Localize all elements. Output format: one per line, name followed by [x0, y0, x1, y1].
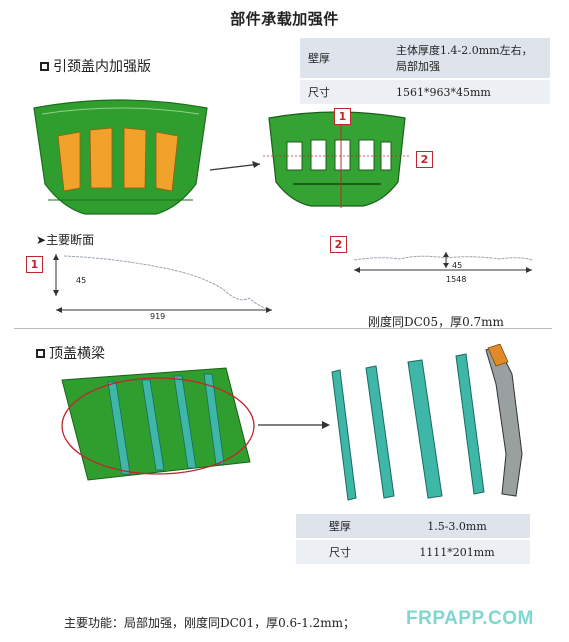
watermark: FRPAPP.COM: [406, 608, 534, 629]
spec-row: 尺寸 1111*201mm: [296, 540, 530, 564]
callout-1-section: 1: [26, 256, 43, 273]
section1-heading-label: 引颈盖内加强版: [53, 59, 151, 75]
checkbox-square-icon: [40, 61, 49, 71]
hood-frame-view-image: [263, 111, 411, 208]
cross-section-2-drawing: [353, 252, 533, 273]
sub-heading: ➤主要断面: [36, 231, 94, 248]
arrow-right-icon: [209, 161, 261, 171]
checkbox-square-icon: [36, 348, 45, 358]
dim-label-919: 919: [150, 312, 166, 321]
spec-key: 尺寸: [296, 540, 384, 564]
dim-label-45: 45: [76, 276, 87, 285]
stiffness-note: 刚度同DC05，厚0.7mm: [368, 315, 504, 329]
spec-value: 1.5-3.0mm: [384, 514, 530, 538]
spec-key: 壁厚: [300, 38, 388, 78]
roof-crossbeam-assembly-image: [61, 367, 255, 481]
section1-spec-table: 壁厚 主体厚度1.4-2.0mm左右，局部加强 尺寸 1561*963*45mm: [300, 36, 550, 106]
section2-heading: 顶盖横梁: [36, 343, 105, 363]
spec-row: 壁厚 主体厚度1.4-2.0mm左右，局部加强: [300, 38, 550, 78]
section-divider: [14, 328, 552, 329]
section2-spec-table: 壁厚 1.5-3.0mm 尺寸 1111*201mm: [296, 512, 530, 566]
spec-key: 壁厚: [296, 514, 384, 538]
dim-label-45b: 45: [452, 261, 463, 270]
callout-1: 1: [334, 108, 351, 125]
section2-heading-label: 顶盖横梁: [49, 346, 105, 362]
footer-function-note: 主要功能：局部加强，刚度同DC01，厚0.6-1.2mm；: [64, 616, 356, 630]
spec-value: 1561*963*45mm: [388, 80, 550, 104]
cross-section-1-drawing: [53, 254, 272, 313]
crossbeam-parts-image: [331, 344, 523, 501]
dim-label-1548: 1548: [446, 275, 467, 284]
spec-row: 尺寸 1561*963*45mm: [300, 80, 550, 104]
section1-heading: 引颈盖内加强版: [40, 56, 151, 76]
spec-value: 1111*201mm: [384, 540, 530, 564]
hood-inner-reinforcement-image: [33, 99, 208, 215]
callout-2: 2: [416, 151, 433, 168]
callout-2-section: 2: [330, 236, 347, 253]
sub-heading-label: 主要断面: [46, 233, 95, 247]
spec-key: 尺寸: [300, 80, 388, 104]
spec-row: 壁厚 1.5-3.0mm: [296, 514, 530, 538]
spec-value: 主体厚度1.4-2.0mm左右，局部加强: [388, 38, 550, 78]
arrow-right-icon: [258, 421, 330, 429]
page-title: 部件承载加强件: [230, 10, 339, 28]
bullet-arrow-icon: ➤: [36, 233, 47, 247]
